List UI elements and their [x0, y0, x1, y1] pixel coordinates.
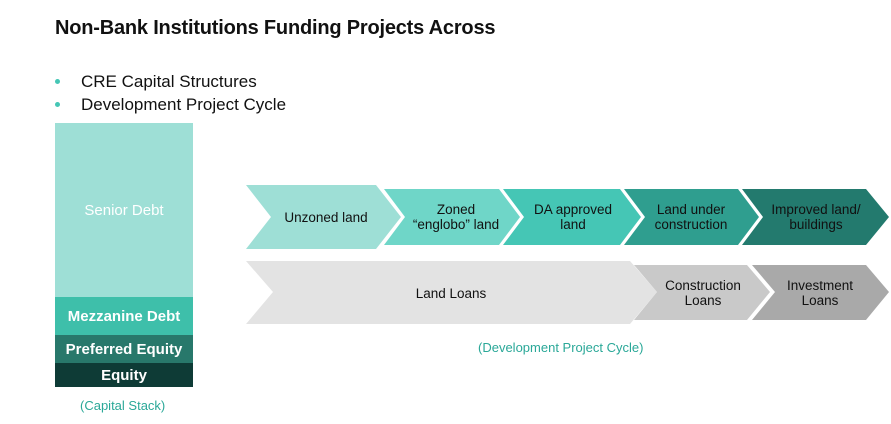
senior-debt-segment: Senior Debt — [55, 123, 193, 297]
stage-chevron-1 — [246, 185, 401, 249]
stage-label-improved: Improved land/ buildings — [771, 202, 861, 232]
bullet-item: Development Project Cycle — [55, 93, 286, 116]
project-cycle-caption: (Development Project Cycle) — [478, 340, 644, 355]
bullet-dot-icon — [55, 102, 60, 107]
stage-chevron-2 — [384, 189, 520, 245]
equity-segment: Equity — [55, 363, 193, 387]
page-title: Non-Bank Institutions Funding Projects A… — [55, 17, 496, 39]
bullet-dot-icon — [55, 79, 60, 84]
bullet-text: CRE Capital Structures — [81, 72, 257, 91]
loan-chevron-1 — [246, 261, 657, 324]
bullet-list: CRE Capital Structures Development Proje… — [55, 70, 286, 116]
loan-label-construction: Construction Loans — [665, 278, 741, 308]
mezzanine-debt-segment: Mezzanine Debt — [55, 297, 193, 335]
preferred-equity-segment: Preferred Equity — [55, 335, 193, 363]
loan-label-investment: Investment Loans — [786, 278, 854, 308]
stage-chevron-5 — [742, 189, 889, 245]
capital-stack: Senior Debt Mezzanine Debt Preferred Equ… — [55, 123, 193, 387]
bullet-text: Development Project Cycle — [81, 95, 287, 114]
stage-label-da-approved: DA approved land — [533, 202, 613, 232]
capital-stack-caption: (Capital Stack) — [80, 398, 166, 413]
bullet-item: CRE Capital Structures — [55, 70, 286, 93]
loan-chevron-2 — [634, 265, 770, 320]
stage-chevron-4 — [624, 189, 759, 245]
stage-chevron-3 — [503, 189, 641, 245]
stage-label-zoned: Zoned “englobo” land — [412, 202, 500, 232]
stage-label-under-construction: Land under construction — [654, 202, 728, 232]
stage-label-unzoned: Unzoned land — [284, 209, 368, 225]
loan-label-land: Land Loans — [415, 285, 487, 301]
loan-chevron-3 — [752, 265, 889, 320]
